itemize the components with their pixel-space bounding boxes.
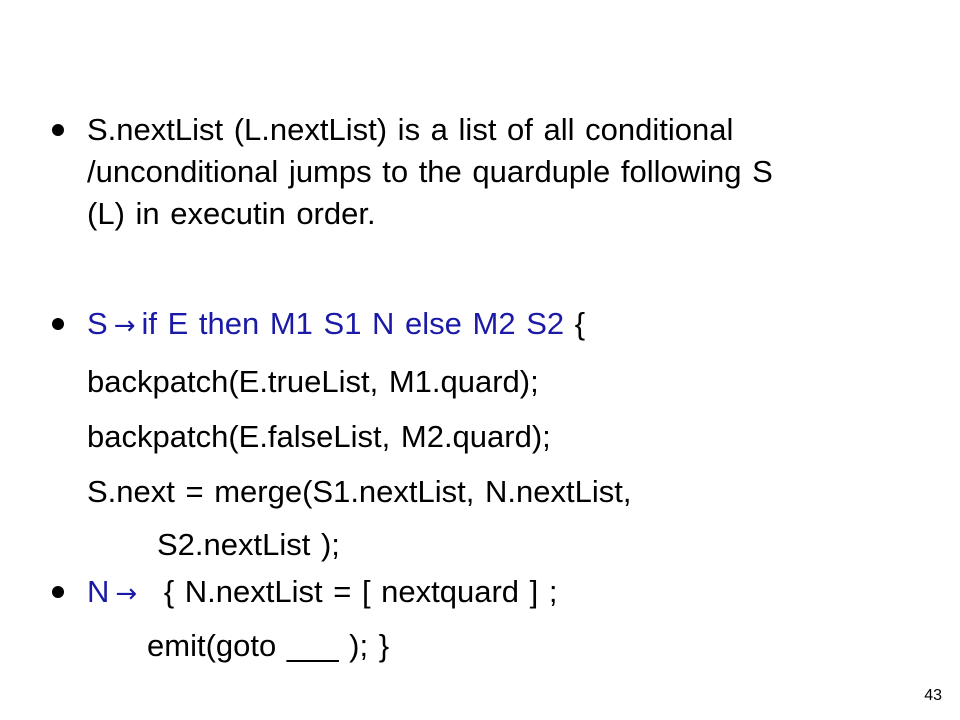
code-line-2: backpatch(E.falseList, M2.quard);	[87, 419, 551, 454]
arrow-icon: →	[115, 579, 138, 609]
bullet1-line1: S.nextList (L.nextList) is a list of all…	[87, 112, 734, 147]
bullet1-line3: (L) in executin order.	[87, 196, 376, 231]
bullet2-production: S→if E then M1 S1 N else M2 S2 {	[87, 304, 585, 346]
production-rhs: if E then M1 S1 N else M2 S2	[141, 306, 565, 341]
code-line-1: backpatch(E.trueList, M1.quard);	[87, 364, 539, 399]
bullet1-line2: /unconditional jumps to the quarduple fo…	[87, 154, 773, 189]
bullet3-production: N→ { N.nextList = [ nextquard ] ;	[87, 572, 558, 614]
production-lhs: S	[87, 306, 108, 341]
bullet-dot	[52, 318, 64, 330]
bullet-dot	[52, 124, 64, 136]
production-lhs: N	[87, 574, 110, 609]
bullet-dot	[52, 586, 64, 598]
code-line-emit: emit(goto ___ ); }	[147, 628, 390, 663]
open-brace: {	[574, 306, 586, 341]
code-line-4: S2.nextList );	[157, 527, 340, 562]
code-line-3: S.next = merge(S1.nextList, N.nextList,	[87, 474, 632, 509]
production-action: { N.nextList = [ nextquard ] ;	[163, 574, 558, 609]
arrow-icon: →	[113, 311, 136, 341]
page-number: 43	[924, 687, 942, 704]
